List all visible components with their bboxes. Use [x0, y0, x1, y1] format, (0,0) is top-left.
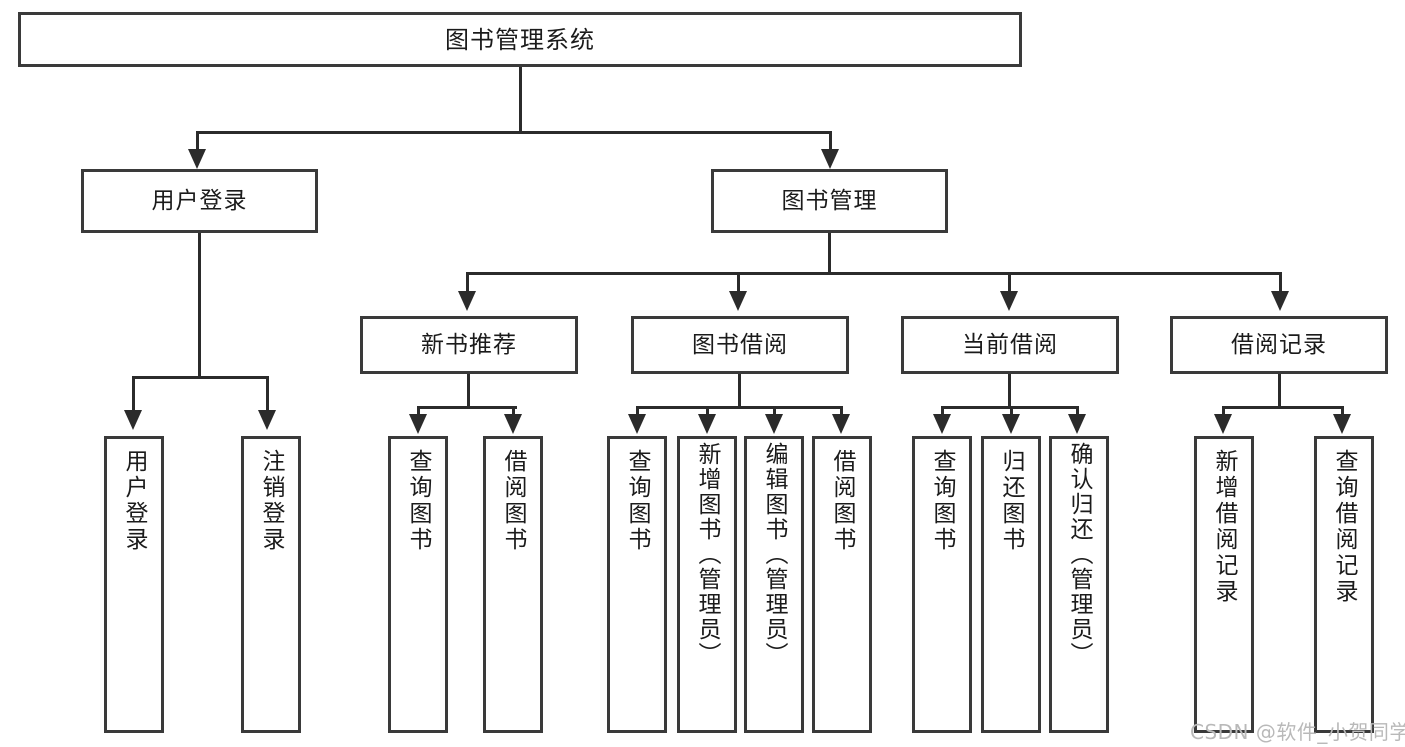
arrow-record-to-add: [1214, 414, 1232, 434]
node-root-system[interactable]: 图书管理系统: [18, 12, 1022, 67]
connector-record-stem: [1278, 374, 1281, 406]
leaf-record-add[interactable]: 新增借阅记录: [1194, 436, 1254, 733]
leaf-label: 新增借阅记录: [1211, 449, 1238, 605]
connector-current-to-confirm: [1076, 406, 1079, 418]
connector-borrow-to-add: [706, 406, 709, 418]
leaf-borrow-add-book-admin[interactable]: 新增图书（管理员）: [677, 436, 737, 733]
leaf-current-return-book[interactable]: 归还图书: [981, 436, 1041, 733]
connector-root-bus: [196, 131, 832, 134]
connector-user-login-to-logout: [266, 376, 269, 414]
leaf-label: 查询图书: [405, 449, 432, 553]
leaf-label: 归还图书: [998, 449, 1025, 553]
connector-borrow-stem: [738, 374, 741, 406]
leaf-borrow-edit-book-admin[interactable]: 编辑图书（管理员）: [744, 436, 804, 733]
arrow-root-to-user-login: [188, 149, 206, 169]
connector-current-stem: [1008, 374, 1011, 406]
leaf-label: 注销登录: [258, 449, 285, 553]
leaf-current-query-book[interactable]: 查询图书: [912, 436, 972, 733]
leaf-label: 确认归还（管理员）: [1066, 442, 1093, 667]
connector-borrow-to-query: [636, 406, 639, 418]
connector-root-stem: [519, 67, 522, 131]
node-label: 用户登录: [151, 187, 248, 214]
leaf-label: 借阅图书: [500, 449, 527, 553]
arrow-book-manage-to-borrow: [729, 291, 747, 311]
leaf-label: 查询图书: [624, 449, 651, 553]
arrow-borrow-to-edit: [765, 414, 783, 434]
leaf-label: 新增图书（管理员）: [694, 442, 721, 667]
arrow-borrow-to-query: [628, 414, 646, 434]
leaf-recommend-query-book[interactable]: 查询图书: [388, 436, 448, 733]
leaf-record-query[interactable]: 查询借阅记录: [1314, 436, 1374, 733]
arrow-recommend-to-query: [409, 414, 427, 434]
connector-record-to-query: [1341, 406, 1344, 418]
connector-current-to-return: [1010, 406, 1013, 418]
node-label: 图书管理: [781, 187, 878, 214]
connector-book-manage-to-current: [1008, 272, 1011, 294]
arrow-current-to-confirm: [1068, 414, 1086, 434]
connector-book-manage-stem: [828, 233, 831, 272]
connector-user-login-bus: [132, 376, 269, 379]
arrow-book-manage-to-recommend: [458, 291, 476, 311]
arrow-borrow-to-lend: [832, 414, 850, 434]
arrow-user-login-to-logout: [258, 410, 276, 430]
node-label: 借阅记录: [1231, 331, 1327, 358]
connector-borrow-to-lend: [840, 406, 843, 418]
leaf-label: 查询图书: [929, 449, 956, 553]
connector-book-manage-bus: [466, 272, 1282, 275]
node-book-management[interactable]: 图书管理: [711, 169, 948, 233]
leaf-logout[interactable]: 注销登录: [241, 436, 301, 733]
leaf-label: 借阅图书: [829, 449, 856, 553]
leaf-borrow-query-book[interactable]: 查询图书: [607, 436, 667, 733]
node-user-login[interactable]: 用户登录: [81, 169, 318, 233]
leaf-current-confirm-return-admin[interactable]: 确认归还（管理员）: [1049, 436, 1109, 733]
node-book-borrow[interactable]: 图书借阅: [631, 316, 849, 374]
arrow-current-to-query: [933, 414, 951, 434]
node-label: 图书管理系统: [445, 25, 595, 54]
arrow-recommend-to-borrow: [504, 414, 522, 434]
connector-record-bus: [1222, 406, 1344, 409]
watermark-text: CSDN @软件_小贺同学: [1190, 720, 1405, 744]
leaf-user-login[interactable]: 用户登录: [104, 436, 164, 733]
connector-book-manage-to-borrow: [737, 272, 740, 294]
connector-borrow-to-edit: [773, 406, 776, 418]
connector-recommend-stem: [467, 374, 470, 406]
connector-book-manage-to-record: [1279, 272, 1282, 294]
node-label: 图书借阅: [692, 331, 788, 358]
arrow-record-to-query: [1333, 414, 1351, 434]
node-new-book-recommend[interactable]: 新书推荐: [360, 316, 578, 374]
connector-root-to-book-manage: [829, 131, 832, 153]
connector-borrow-bus: [636, 406, 842, 409]
connector-user-login-to-login: [132, 376, 135, 414]
connector-user-login-stem: [198, 233, 201, 376]
leaf-recommend-borrow-book[interactable]: 借阅图书: [483, 436, 543, 733]
arrow-root-to-book-manage: [821, 149, 839, 169]
connector-recommend-bus: [417, 406, 517, 409]
leaf-label: 用户登录: [121, 449, 148, 553]
leaf-label: 编辑图书（管理员）: [761, 442, 788, 667]
connector-root-to-user-login: [196, 131, 199, 153]
node-borrow-record[interactable]: 借阅记录: [1170, 316, 1388, 374]
connector-current-to-query: [941, 406, 944, 418]
leaf-borrow-lend-book[interactable]: 借阅图书: [812, 436, 872, 733]
leaf-label: 查询借阅记录: [1331, 449, 1358, 605]
connector-book-manage-to-recommend: [466, 272, 469, 294]
node-label: 当前借阅: [962, 331, 1058, 358]
arrow-borrow-to-add: [698, 414, 716, 434]
arrow-user-login-to-login: [124, 410, 142, 430]
arrow-current-to-return: [1002, 414, 1020, 434]
node-current-borrow[interactable]: 当前借阅: [901, 316, 1119, 374]
node-label: 新书推荐: [421, 331, 517, 358]
connector-recommend-to-query: [417, 406, 420, 418]
connector-record-to-add: [1222, 406, 1225, 418]
arrow-book-manage-to-current: [1000, 291, 1018, 311]
arrow-book-manage-to-record: [1271, 291, 1289, 311]
connector-recommend-to-borrow: [512, 406, 515, 418]
